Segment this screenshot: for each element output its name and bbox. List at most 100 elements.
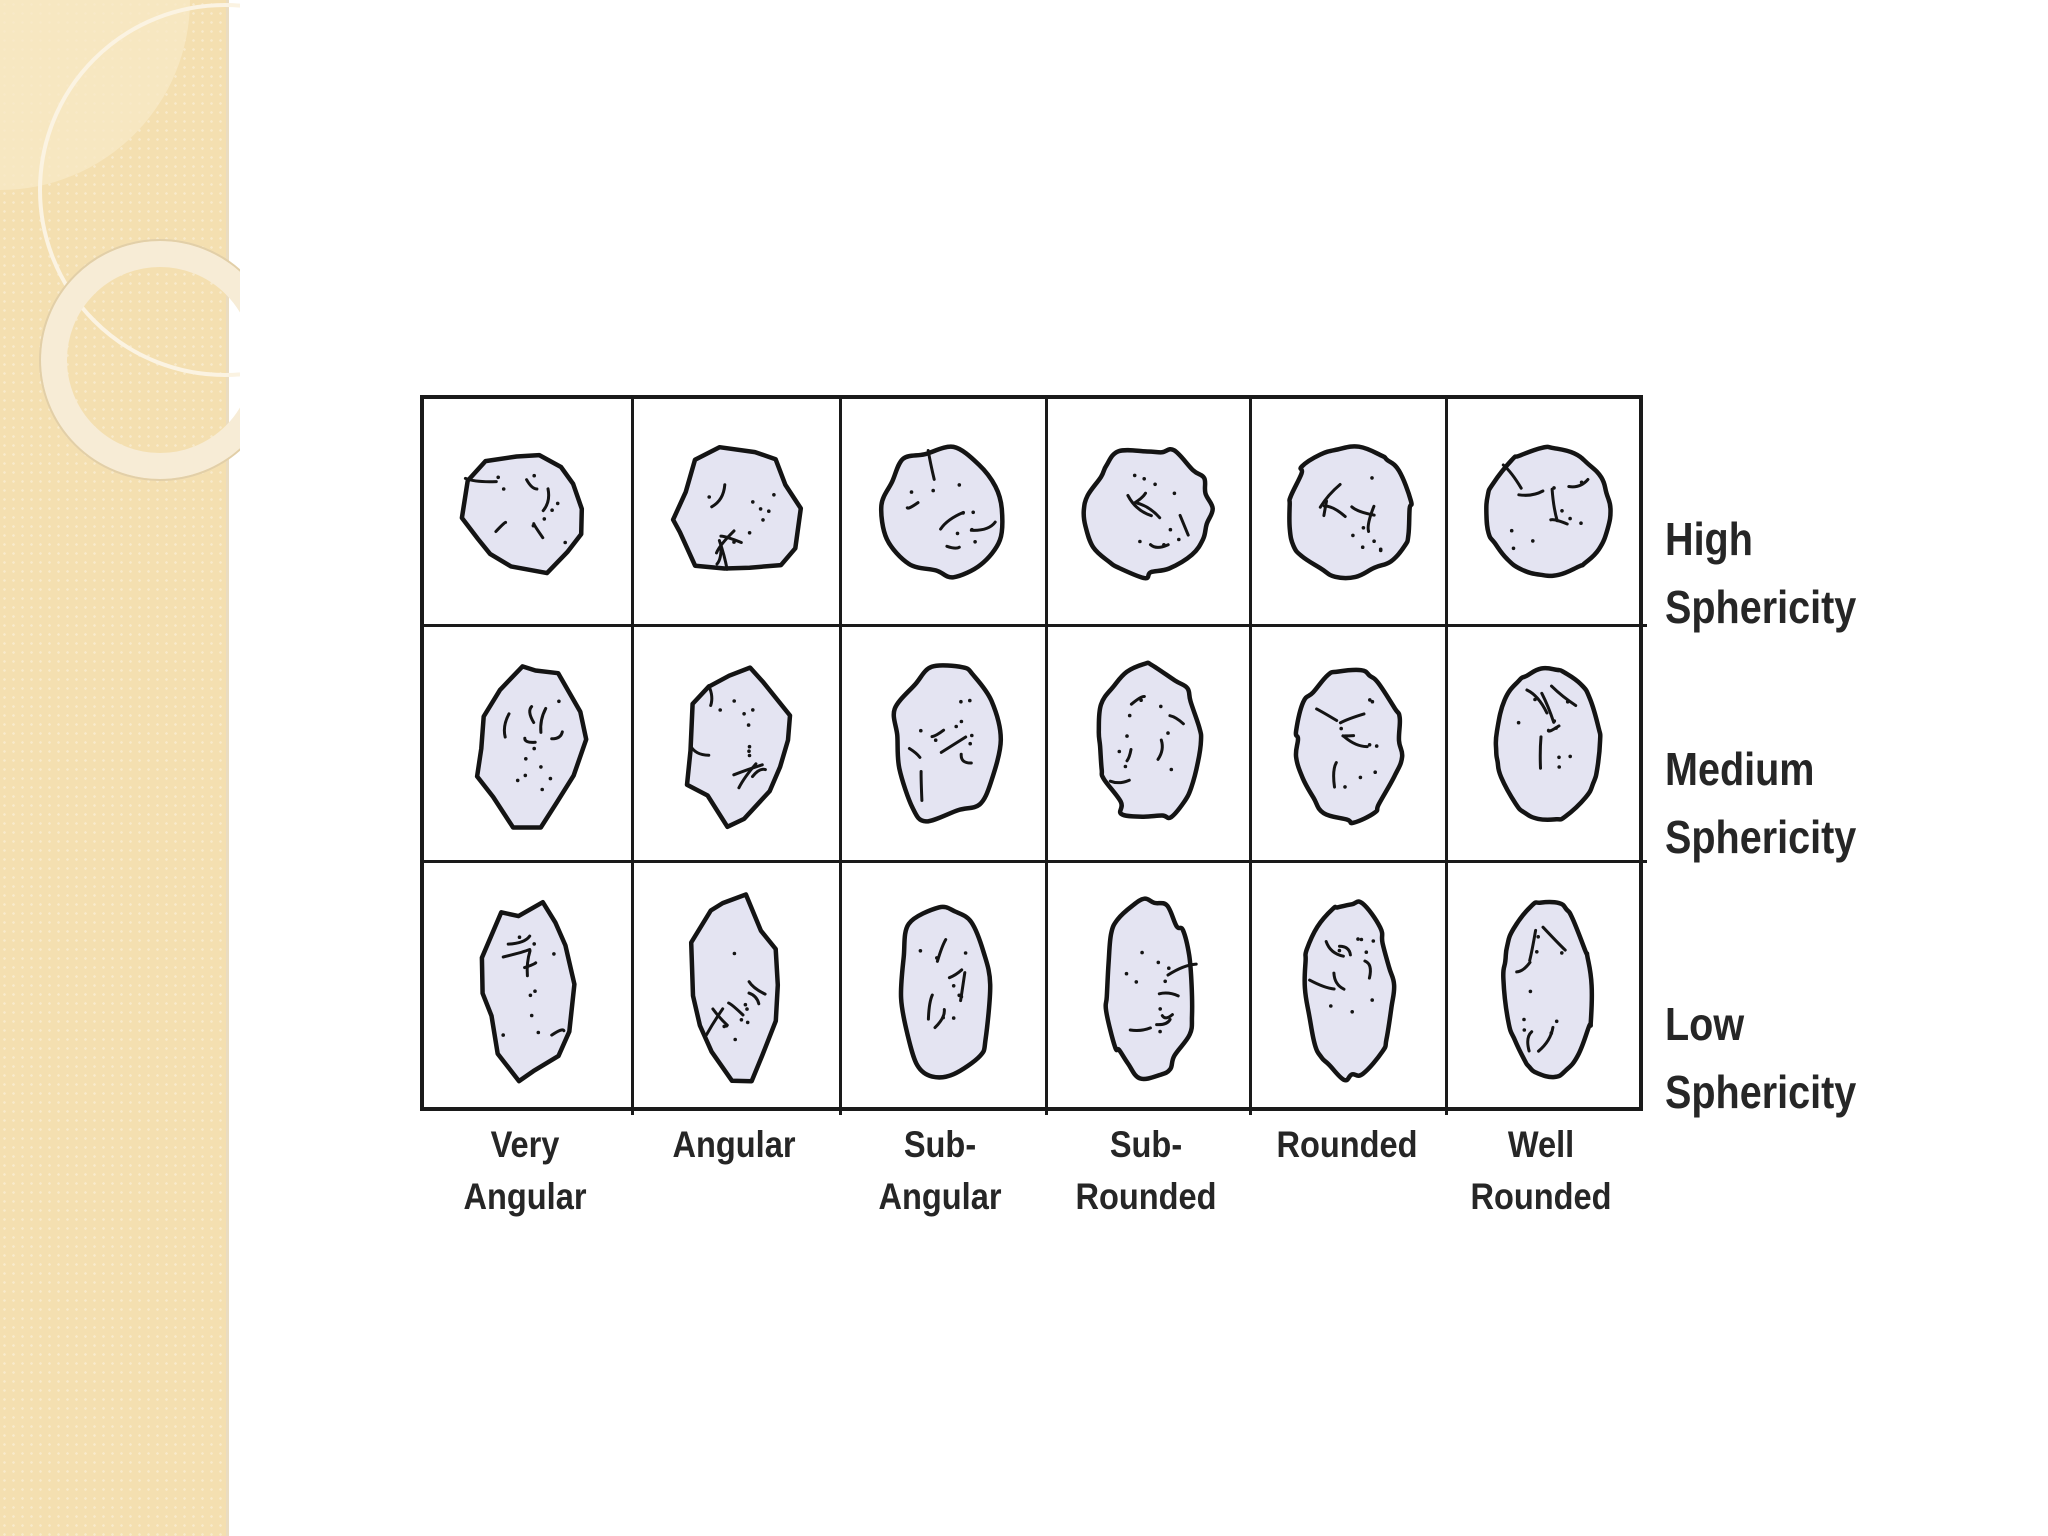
grain-surface-dot [746,722,750,727]
grain-surface-dot [739,1018,743,1022]
grain-outline [1102,896,1194,1082]
grain-outline [878,443,1005,580]
grain-surface-dot [1337,948,1341,953]
grain-illustration [1483,444,1613,578]
grain-surface-dot [909,489,913,494]
grain-surface-dot [940,1015,945,1020]
grain-surface-mark [1501,463,1523,490]
grain-surface-dot [1139,950,1144,955]
grain-surface-mark [1527,928,1537,962]
grain-surface-dot [918,728,923,732]
grain-grid [420,395,1647,1115]
grain-surface-dot [1371,538,1376,543]
grain-surface-dot [967,698,972,702]
grain-illustration [1500,899,1594,1080]
grain-surface-dot [972,539,977,544]
grain-surface-mark [1525,1030,1533,1053]
grain-surface-mark [1338,711,1365,724]
grain-surface-dot [706,494,711,499]
grain-surface-dot [771,492,776,497]
grain-surface-dot [1378,547,1382,551]
grain-surface-mark [1322,504,1347,518]
row-label-medium-sphericity: Medium Sphericity [1665,743,1857,863]
grain-surface-mark [1566,477,1589,488]
grain-surface-dot [970,510,975,514]
grain-surface-dot [1369,998,1374,1002]
grain-surface-dot [1323,498,1328,503]
grain-surface-mark [1321,499,1328,517]
grain-surface-dot [1364,950,1368,954]
grain-outline [474,663,588,830]
grain-surface-dot [717,707,722,712]
grain-surface-mark [1178,513,1190,537]
grain-surface-mark [524,477,538,490]
grain-surface-mark [538,706,547,734]
grain-surface-mark [1135,501,1161,519]
grain-outline [1301,899,1396,1083]
grain-surface-dot [538,764,543,769]
grain-surface-mark [959,752,973,765]
grain-surface-dot [515,778,519,782]
grain-surface-dot [495,475,500,479]
grain-surface-dot [1370,699,1374,703]
grain-surface-mark [1550,487,1559,522]
grain-surface-mark [1125,493,1153,517]
grain-cell [1252,399,1448,627]
grain-surface-dot [957,482,961,487]
grain-surface-dot [934,956,939,960]
grain-surface-dot [1565,699,1569,704]
grain-surface-dot [1123,764,1127,768]
side-band-edge [226,0,229,1536]
grain-cell [634,627,842,863]
grain-surface-dot [523,756,528,761]
grain-outline [688,892,780,1084]
grain-surface-dot [1124,971,1128,976]
grain-surface-dot [1338,726,1343,730]
grain-surface-dot [539,787,544,791]
grain-surface-dot [963,951,967,955]
grain-surface-dot [1350,533,1355,537]
grain-surface-dot [1369,475,1374,480]
grain-surface-dot [551,952,556,956]
grain-surface-mark [930,728,945,738]
column-label-well-rounded: Well Rounded [1470,1124,1612,1217]
grain-surface-dot [766,508,771,513]
grain-surface-dot [959,719,963,723]
grain-illustration [1493,665,1603,822]
grain-surface-mark [525,949,531,978]
grain-surface-mark [541,486,550,512]
grain-surface-mark [939,735,967,754]
grain-surface-dot [1522,1028,1526,1032]
grain-surface-dot [1355,937,1360,941]
grain-surface-dot [555,501,559,505]
grain-outline [479,899,577,1084]
grain-outline [670,444,803,571]
grain-surface-dot [1134,980,1138,984]
grain-surface-mark [1314,706,1338,722]
grain-cell [842,627,1048,863]
grain-illustration [1080,446,1215,580]
grain-cell [842,399,1048,627]
grain-surface-mark [1125,747,1132,762]
grain-surface-dot [1367,697,1372,702]
column-label-sub-rounded: Sub- Rounded [1075,1124,1217,1217]
grain-surface-dot [1127,713,1131,717]
grain-surface-mark [1516,489,1544,497]
grain-surface-dot [731,539,736,544]
grain-cell [424,627,634,863]
grain-surface-dot [1578,520,1583,525]
grain-surface-mark [706,683,713,707]
grain-surface-dot [531,942,536,946]
grain-surface-dot [960,510,965,515]
grain-surface-dot [747,753,751,757]
grain-surface-mark [1167,713,1185,725]
grain-surface-dot [758,506,762,511]
grain-surface-dot [1509,528,1513,532]
grain-outline [684,664,792,829]
grain-surface-dot [1535,935,1540,939]
grain-surface-dot [1516,720,1520,724]
grain-surface-dot [1161,542,1166,547]
grain-surface-dot [1367,742,1371,747]
grain-surface-mark [463,476,498,483]
